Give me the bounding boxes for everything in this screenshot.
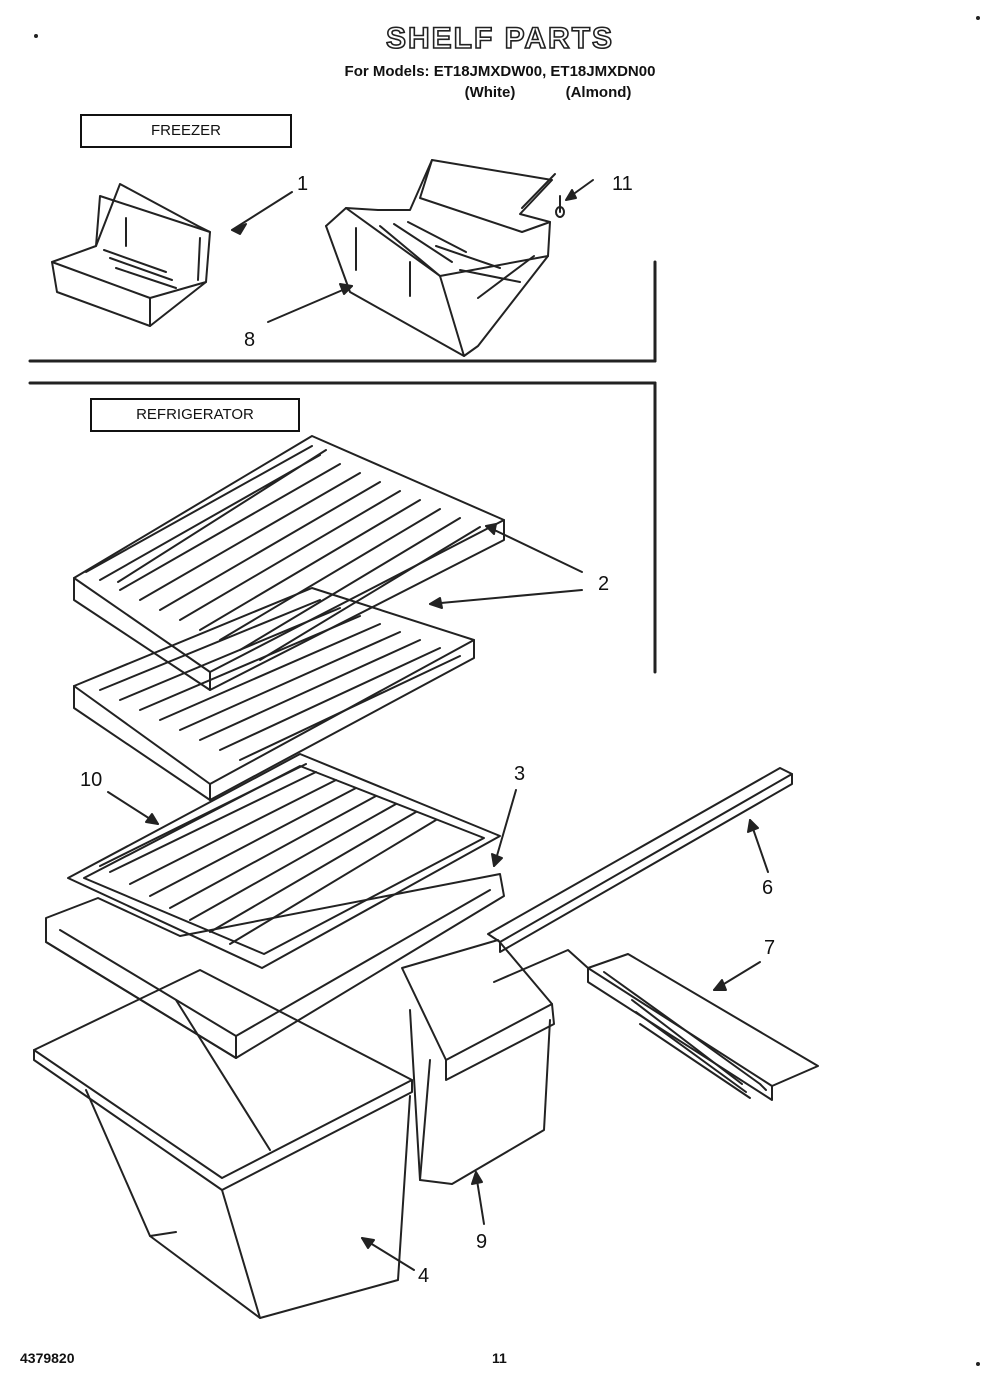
freezer-section-frame bbox=[28, 260, 657, 363]
callout-3: 3 bbox=[514, 763, 526, 785]
models-line: For Models: ET18JMXDW00, ET18JMXDN00 bbox=[344, 63, 656, 80]
corner-dot-bottom-right bbox=[976, 1362, 980, 1366]
part-1-freezer-basket bbox=[51, 183, 211, 327]
page-number: 11 bbox=[492, 1350, 507, 1366]
callout-4: 4 bbox=[418, 1265, 430, 1287]
variant-almond: (Almond) bbox=[565, 84, 632, 101]
part-2-upper-shelf bbox=[73, 435, 505, 691]
corner-dot-top-right bbox=[976, 16, 980, 20]
part-6-seal-strip bbox=[487, 767, 793, 953]
variant-line: (White) (Almond) bbox=[0, 84, 1000, 101]
callout-9: 9 bbox=[476, 1231, 488, 1253]
freezer-section-label: FREEZER bbox=[80, 114, 292, 148]
document-number: 4379820 bbox=[20, 1350, 75, 1366]
page-title: SHELF PARTS bbox=[385, 21, 615, 56]
callout-7: 7 bbox=[764, 937, 776, 959]
callout-8: 8 bbox=[244, 329, 256, 351]
callout-11: 11 bbox=[612, 173, 633, 195]
part-4-crisper-drawer bbox=[33, 969, 413, 1319]
part-2-lower-shelf bbox=[73, 587, 475, 801]
part-9-crisper-drawer bbox=[401, 939, 555, 1185]
callout-6: 6 bbox=[762, 877, 774, 899]
callout-10: 10 bbox=[80, 769, 103, 791]
refrigerator-section-label: REFRIGERATOR bbox=[90, 398, 300, 432]
part-7-cover-bracket bbox=[493, 949, 819, 1101]
part-8-freezer-shelf bbox=[325, 159, 553, 357]
callout-1: 1 bbox=[297, 173, 309, 195]
part-10-glass-cover bbox=[67, 753, 501, 969]
part-3-crisper-frame bbox=[45, 873, 505, 1059]
refrigerator-section-frame bbox=[28, 381, 657, 674]
variant-white: (White) bbox=[464, 84, 516, 101]
callout-2: 2 bbox=[598, 573, 610, 595]
corner-dot-top-left bbox=[34, 34, 38, 38]
leader-lines bbox=[107, 179, 769, 1271]
part-11-screw bbox=[521, 173, 565, 218]
